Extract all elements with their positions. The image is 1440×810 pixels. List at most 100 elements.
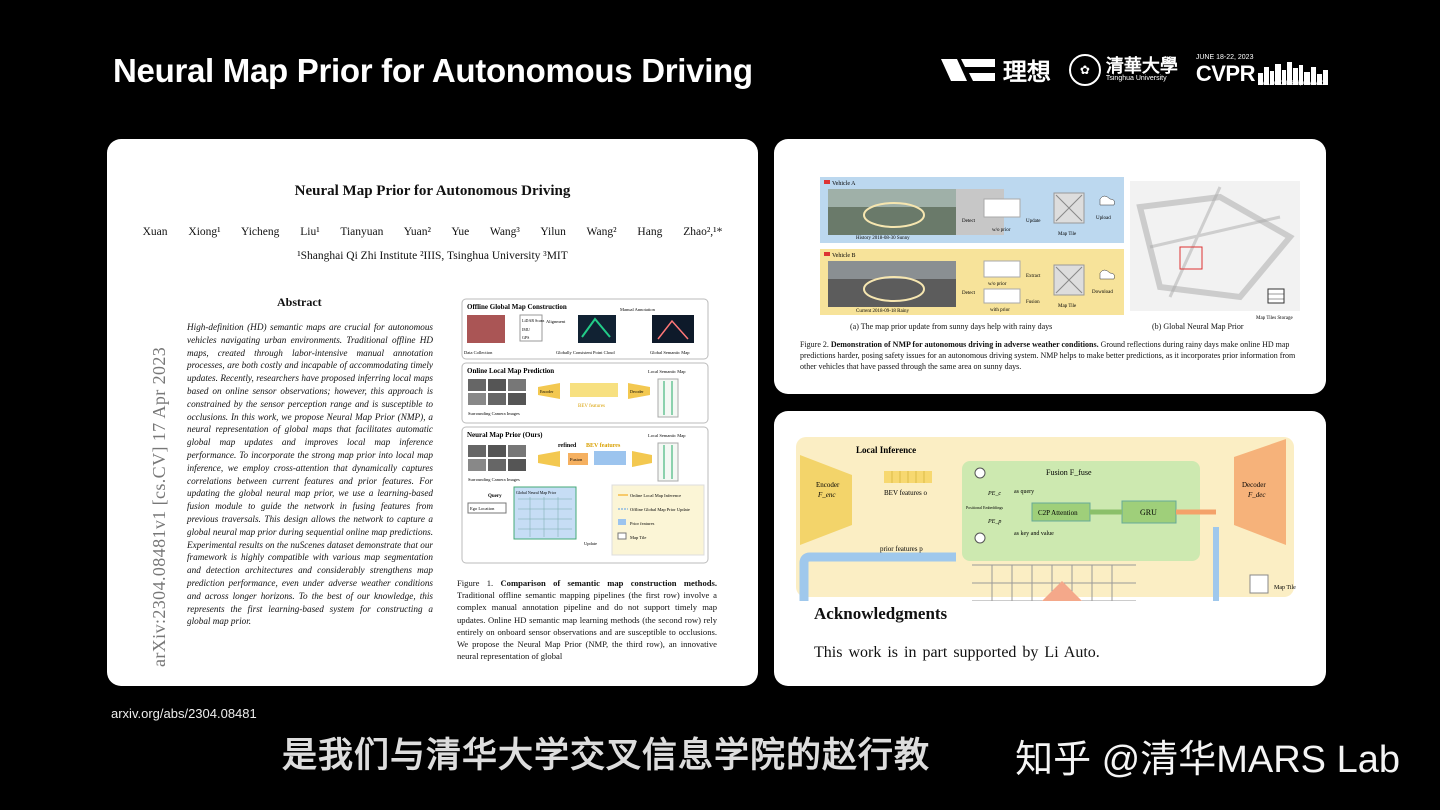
alignment-label: Alignment: [546, 319, 566, 324]
fig1-caption-label: Figure 1.: [457, 578, 494, 588]
fig1-refined-bev-prefix: refined: [558, 443, 577, 449]
fig1-refined-bev-label: BEV features: [586, 443, 621, 449]
data-collection-car-image: [467, 315, 505, 343]
vehicle-a-date: History 2018-08-30 Sunny: [856, 236, 910, 241]
fusion-label: Fusion F_fuse: [1046, 468, 1092, 477]
positional-embeddings-label: Positional Embeddings: [966, 505, 1003, 510]
gru-label: GRU: [1140, 508, 1157, 517]
manual-annotation-label: Manual Annotation: [620, 307, 656, 312]
arxiv-url[interactable]: arxiv.org/abs/2304.08481: [111, 706, 257, 721]
prior-feature-path: [799, 552, 956, 605]
prior-features-label: prior features p: [880, 545, 923, 553]
map-tile-legend-label: Map Tile: [1274, 585, 1296, 591]
download-label: Download: [1092, 290, 1113, 295]
fig1-legend-offline: Offline Global Map Prior Update: [630, 507, 690, 512]
li-auto-name: 理想: [1002, 59, 1051, 86]
tsinghua-seal-icon: ✿: [1068, 53, 1101, 86]
fig1-query-label: Query: [488, 494, 502, 499]
figure-2-panel: Vehicle A History 2018-08-30 Sunny Detec…: [774, 139, 1326, 394]
fig1-row2-encoder: [538, 383, 560, 399]
fig1-ego-location: Ego Location: [470, 506, 495, 511]
fig1-global-prior-label: Global Neural Map Prior: [516, 490, 557, 495]
cvpr-word: CVPR: [1195, 61, 1256, 86]
fig1-row2-cameras: Surrounding Camera Images: [468, 411, 520, 416]
paper-authors: Xuan Xiong¹ Yicheng Liu¹ Tianyuan Yuan² …: [142, 226, 723, 238]
vehicle-b-detect: Detect: [962, 291, 976, 296]
c2p-attention-label: C2P Attention: [1038, 509, 1078, 517]
fig1-legend-tile: Map Tile: [630, 535, 646, 540]
encoder-label: Encoder: [816, 481, 840, 489]
fig2-caption-text: Ground reflections during rainy days mak…: [800, 340, 1296, 371]
point-cloud-label: Globally Consistent Point Cloud: [556, 350, 615, 355]
figure-1: Offline Global Map Construction LiDAR Sc…: [460, 297, 710, 565]
fig1-row3-title: Neural Map Prior (Ours): [467, 431, 543, 439]
tsinghua-name-cn: 清華大學: [1105, 56, 1178, 76]
vehicle-b-date: Current 2018-09-18 Rainy: [856, 309, 910, 314]
vancouver-skyline-icon: [1258, 62, 1328, 85]
decoder-symbol: F_dec: [1247, 491, 1266, 499]
figure-1-caption: Figure 1. Comparison of semantic map con…: [457, 577, 717, 662]
fig1-row2-local-map: Local Semantic Map: [648, 369, 686, 374]
pe-p-label: PE_p: [987, 519, 1001, 525]
vehicle-b-with-prior: with prior: [990, 308, 1010, 313]
decoder-block: [1234, 439, 1286, 545]
local-inference-label: Local Inference: [856, 445, 916, 455]
fig1-row1-title: Offline Global Map Construction: [467, 303, 567, 311]
pe-c-label: PE_c: [987, 491, 1001, 497]
slide-title: Neural Map Prior for Autonomous Driving: [113, 52, 753, 89]
as-query-label: as query: [1014, 489, 1034, 495]
fig1-row2-decoder: [628, 383, 650, 399]
download-cloud-icon: [1099, 269, 1115, 280]
fig1-row2-bev: [570, 383, 618, 397]
encoder-symbol: F_enc: [817, 491, 836, 499]
fig1-caption-text: Traditional offline semantic mapping pip…: [457, 590, 717, 662]
tsinghua-name-en: Tsinghua University: [1105, 75, 1167, 82]
vehicle-a-update: Update: [1026, 219, 1041, 224]
sensor-lidar: LiDAR Scans: [522, 318, 545, 323]
vehicle-b-extract: Extract: [1026, 274, 1041, 279]
fig1-row2-bev-label: BEV features: [578, 404, 605, 409]
fig2-caption-label: Figure 2.: [800, 340, 829, 349]
map-storage-label: Map Tiles Storage: [1256, 316, 1293, 321]
map-storage-icon: [1267, 288, 1285, 304]
fig2-caption-bold: Demonstration of NMP for autonomous driv…: [830, 340, 1099, 349]
arxiv-identifier: arXiv:2304.08481v1 [cs.CV] 17 Apr 2023: [149, 346, 169, 667]
data-collection-label: Data Collection: [464, 350, 493, 355]
global-map-label: Global Semantic Map: [650, 350, 690, 355]
vehicle-b-fusion-label: Fusion: [1026, 300, 1040, 305]
fig1-row2-decoder-label: Decoder: [630, 389, 644, 394]
upload-cloud-icon: [1099, 195, 1115, 206]
vehicle-a-detect: Detect: [962, 219, 976, 224]
fig2-subcaption-a: (a) The map prior update from sunny days…: [850, 322, 1053, 331]
fig1-global-prior: [513, 486, 577, 540]
cvpr-logo: JUNE 18-22, 2023 CVPR VANCOUVER, CANADA: [1195, 54, 1328, 87]
paper-affiliations: ¹Shanghai Qi Zhi Institute ²IIIS, Tsingh…: [297, 250, 568, 262]
fig1-row1-box: [461, 298, 709, 360]
fig1-legend-prior: Prior features: [630, 521, 655, 526]
map-tile-legend-box: [1249, 574, 1269, 594]
video-subtitle: 是我们与清华大学交叉信息学院的赵行教: [282, 736, 931, 775]
paper-title: Neural Map Prior for Autonomous Driving: [294, 183, 571, 199]
logos: 理想 ✿ 清華大學 Tsinghua University JUNE 18-22…: [940, 52, 1328, 87]
vehicle-a-wo-prior: w/o prior: [992, 228, 1011, 233]
fig1-row2-title: Online Local Map Prediction: [467, 367, 554, 375]
vehicle-a-label: Vehicle A: [832, 181, 856, 187]
li-auto-logo: 理想: [940, 52, 1051, 87]
vehicle-b-map-tile-label: Map Tile: [1058, 304, 1077, 309]
fig1-row3-local-map: Local Semantic Map: [648, 433, 686, 438]
fig1-row3-cameras: Surrounding Camera Images: [468, 477, 520, 482]
figure-2: Vehicle A History 2018-08-30 Sunny Detec…: [820, 177, 1310, 323]
encoder-block: [800, 455, 852, 545]
figure-2-caption: Figure 2. Demonstration of NMP for auton…: [800, 339, 1306, 372]
decoder-label: Decoder: [1242, 481, 1266, 489]
vehicle-b-wo-prior: w/o prior: [988, 282, 1007, 287]
abstract-text: High-definition (HD) semantic maps are c…: [187, 322, 433, 627]
fig1-refined-bev: [594, 451, 626, 465]
acknowledgments-heading: Acknowledgments: [814, 604, 948, 623]
vehicle-a-map-tile-label: Map Tile: [1058, 232, 1077, 237]
fig2-subcaption-b: (b) Global Neural Map Prior: [1152, 322, 1244, 331]
abstract-heading: Abstract: [277, 295, 322, 309]
sensor-imu: IMU: [522, 327, 530, 332]
acknowledgments-text: This work is in part supported by Li Aut…: [814, 644, 1100, 661]
fig1-update-label: Update: [584, 541, 597, 546]
